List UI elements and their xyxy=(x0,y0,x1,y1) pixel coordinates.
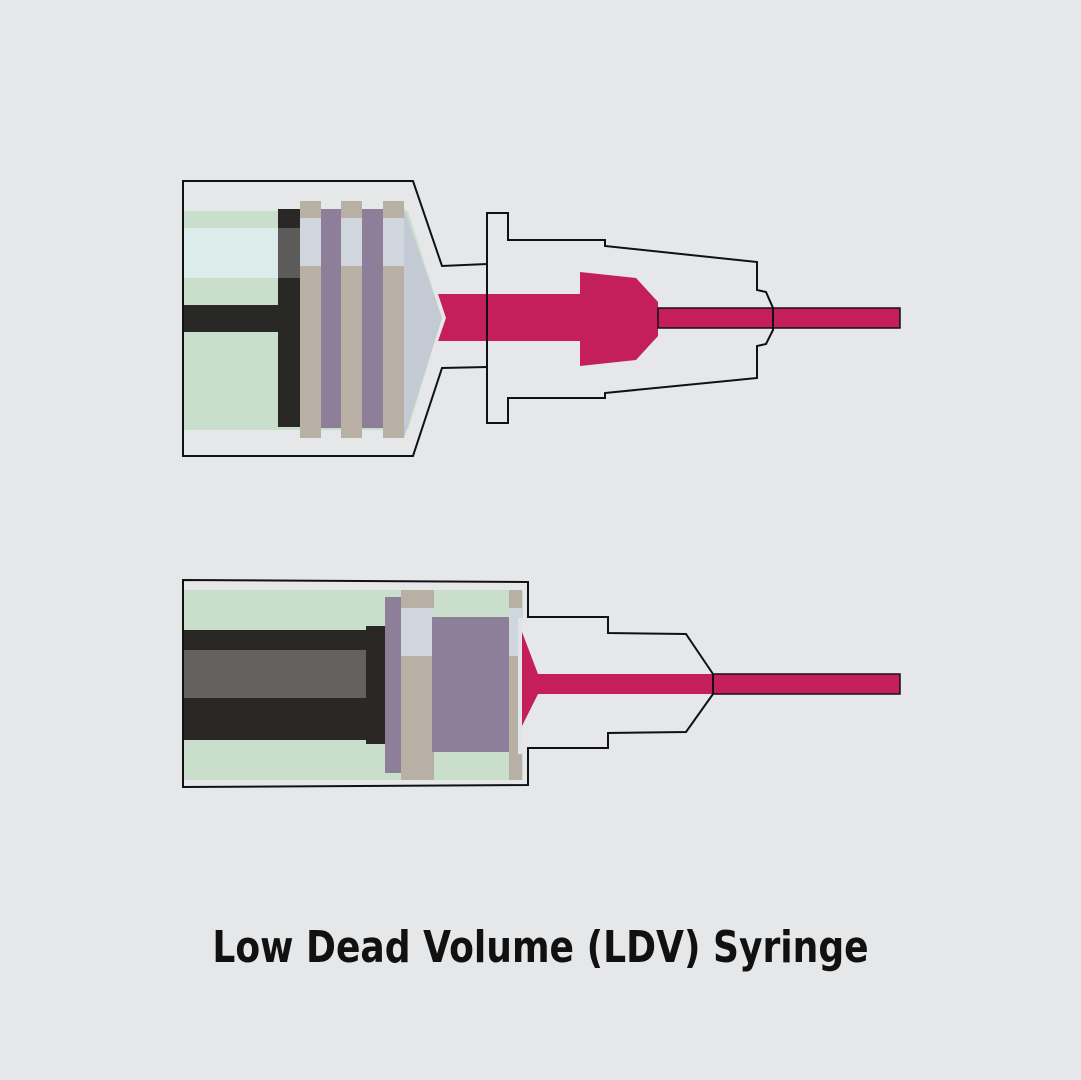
diagram-caption: Low Dead Volume (LDV) Syringe xyxy=(212,922,869,973)
standard-syringe xyxy=(182,180,901,457)
plunger-rod xyxy=(183,305,283,332)
needle xyxy=(657,307,901,329)
ldv-needle xyxy=(712,673,901,695)
needle-hub xyxy=(486,212,774,424)
plunger-head-highlight xyxy=(278,228,300,278)
fluid-dead-volume xyxy=(438,272,900,366)
barrel-outline xyxy=(182,180,488,457)
ldv-plunger-rod-core xyxy=(183,650,366,698)
ldv-syringe xyxy=(182,578,901,789)
stopper-cone xyxy=(404,208,442,438)
ldv-plunger-head xyxy=(366,626,386,744)
ldv-fluid xyxy=(522,632,900,726)
stopper xyxy=(300,201,404,438)
ldv-stopper xyxy=(385,590,523,780)
